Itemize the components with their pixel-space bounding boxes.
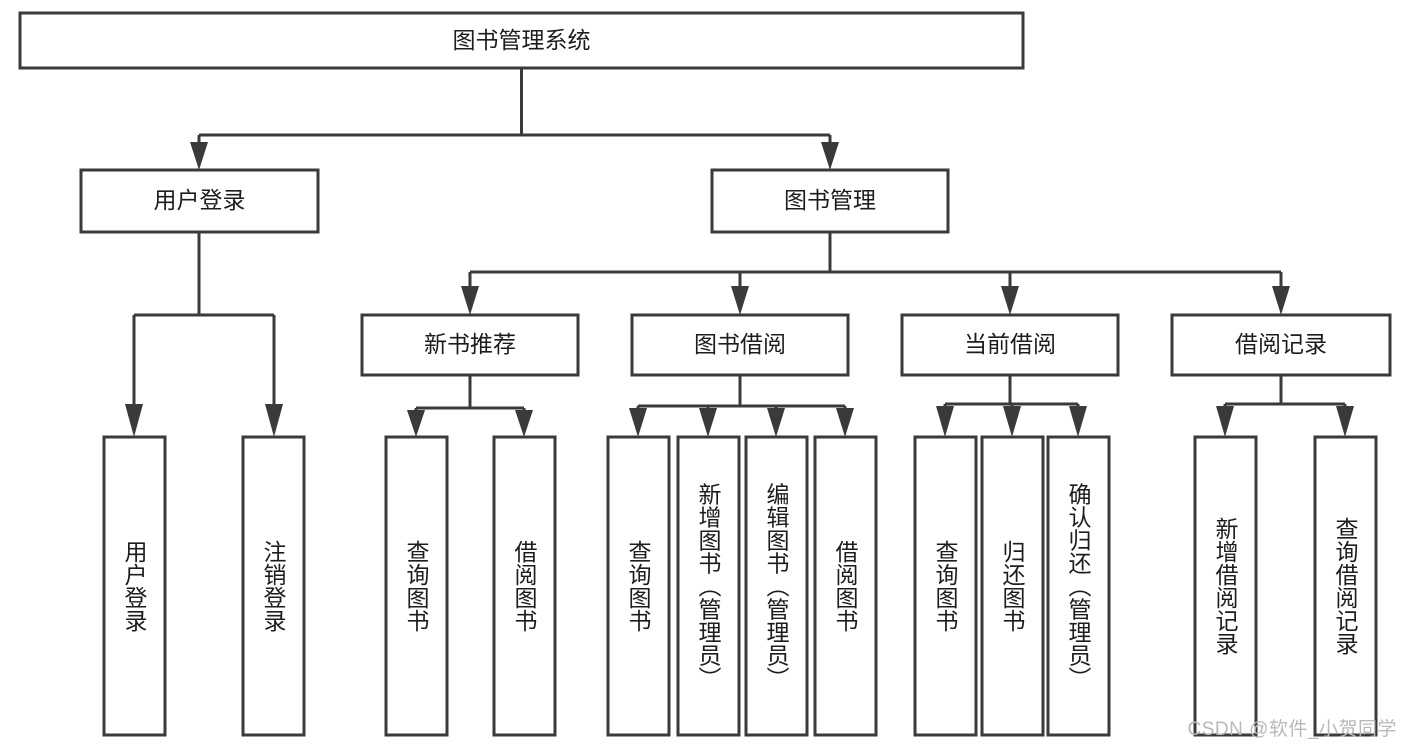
- node-leaf-current-borrow-3-box[interactable]: [1046, 435, 1111, 737]
- node-leaf-current-borrow-2[interactable]: 归还图书: [980, 435, 1045, 737]
- arrowhead-new-book-leaf-2: [515, 410, 533, 437]
- node-leaf-book-borrow-2-box[interactable]: [676, 435, 741, 737]
- node-leaf-user-login-2-box[interactable]: [241, 435, 306, 737]
- node-leaf-book-borrow-3-box[interactable]: [744, 435, 809, 737]
- arrowhead-to-user-login: [190, 142, 208, 170]
- node-leaf-borrow-record-2-box[interactable]: [1313, 435, 1378, 737]
- node-current-borrow-box[interactable]: [900, 313, 1120, 377]
- connector-group-current-borrow: [936, 375, 1087, 437]
- node-book-manage-label: 图书管理: [784, 187, 876, 213]
- node-leaf-book-borrow-4[interactable]: 借阅图书: [813, 435, 878, 737]
- arrowhead-user-login-leaf-2: [265, 404, 283, 437]
- node-leaf-current-borrow-1-box[interactable]: [913, 435, 978, 737]
- arrowhead-to-current-borrow: [1001, 286, 1019, 315]
- node-leaf-borrow-record-1-label: 新增借阅记录: [1212, 517, 1239, 655]
- node-leaf-book-borrow-2[interactable]: 新增图书（管理员）: [676, 435, 741, 737]
- node-leaf-borrow-record-1-box[interactable]: [1193, 435, 1258, 737]
- node-root-box[interactable]: [18, 11, 1025, 70]
- node-leaf-book-borrow-4-box[interactable]: [813, 435, 878, 737]
- node-leaf-new-book-1-label: 查询图书: [403, 540, 430, 632]
- node-borrow-record[interactable]: 借阅记录: [1170, 313, 1392, 377]
- node-borrow-record-label: 借阅记录: [1235, 331, 1327, 357]
- node-leaf-book-borrow-3[interactable]: 编辑图书（管理员）: [744, 435, 809, 737]
- node-root[interactable]: 图书管理系统: [18, 11, 1025, 70]
- arrowhead-current-borrow-leaf-1: [936, 406, 954, 437]
- node-leaf-current-borrow-1-label: 查询图书: [932, 540, 959, 632]
- node-borrow-record-box[interactable]: [1170, 313, 1392, 377]
- node-root-label: 图书管理系统: [453, 27, 591, 53]
- node-book-manage[interactable]: 图书管理: [710, 168, 950, 234]
- connector-group-book-manage: [461, 232, 1290, 315]
- arrowhead-book-borrow-leaf-2: [699, 408, 717, 437]
- node-book-manage-box[interactable]: [710, 168, 950, 234]
- arrowhead-book-borrow-leaf-4: [836, 408, 854, 437]
- arrowhead-new-book-leaf-1: [407, 410, 425, 437]
- node-leaf-new-book-2-box[interactable]: [492, 435, 557, 737]
- arrowhead-book-borrow-leaf-1: [629, 408, 647, 437]
- node-leaf-borrow-record-1[interactable]: 新增借阅记录: [1193, 435, 1258, 737]
- csdn-watermark: CSDN @软件_小贺同学: [1187, 719, 1397, 740]
- node-leaf-book-borrow-4-label: 借阅图书: [832, 540, 859, 632]
- arrowhead-user-login-leaf-1: [125, 404, 143, 437]
- node-leaf-borrow-record-2[interactable]: 查询借阅记录: [1313, 435, 1378, 737]
- arrowhead-current-borrow-leaf-3: [1069, 406, 1087, 437]
- node-leaf-book-borrow-2-label: 新增图书（管理员）: [695, 483, 722, 690]
- node-leaf-current-borrow-2-label: 归还图书: [999, 540, 1026, 632]
- node-user-login-label: 用户登录: [154, 187, 246, 213]
- node-new-book-recommend-label: 新书推荐: [424, 331, 516, 357]
- node-leaf-user-login-1-label: 用户登录: [121, 540, 148, 632]
- node-leaf-user-login-1-box[interactable]: [102, 435, 167, 737]
- node-new-book-recommend-box[interactable]: [360, 313, 580, 377]
- arrowhead-to-new-book: [461, 286, 479, 315]
- node-book-borrow-box[interactable]: [630, 313, 850, 377]
- node-leaf-user-login-2-label: 注销登录: [260, 540, 287, 632]
- connector-group-user-login: [125, 232, 283, 437]
- node-leaf-current-borrow-3[interactable]: 确认归还（管理员）: [1046, 435, 1111, 737]
- node-leaf-user-login-1[interactable]: 用户登录: [102, 435, 167, 737]
- node-leaf-new-book-2-label: 借阅图书: [511, 540, 538, 632]
- node-leaf-new-book-1[interactable]: 查询图书: [384, 435, 449, 737]
- node-leaf-new-book-1-box[interactable]: [384, 435, 449, 737]
- arrowhead-to-book-borrow: [731, 286, 749, 315]
- node-leaf-user-login-2[interactable]: 注销登录: [241, 435, 306, 737]
- arrowhead-book-borrow-leaf-3: [767, 408, 785, 437]
- node-current-borrow-label: 当前借阅: [964, 331, 1056, 357]
- node-leaf-current-borrow-2-box[interactable]: [980, 435, 1045, 737]
- arrowhead-borrow-record-leaf-1: [1216, 406, 1234, 437]
- node-book-borrow[interactable]: 图书借阅: [630, 313, 850, 377]
- node-leaf-borrow-record-2-label: 查询借阅记录: [1332, 517, 1359, 655]
- arrowhead-to-borrow-record: [1272, 286, 1290, 315]
- node-leaf-book-borrow-1[interactable]: 查询图书: [606, 435, 671, 737]
- node-current-borrow[interactable]: 当前借阅: [900, 313, 1120, 377]
- connector-group-new-book: [407, 375, 533, 437]
- node-leaf-current-borrow-3-label: 确认归还（管理员）: [1065, 483, 1092, 690]
- node-book-borrow-label: 图书借阅: [694, 331, 786, 357]
- node-leaf-book-borrow-3-label: 编辑图书（管理员）: [763, 483, 790, 690]
- node-leaf-book-borrow-1-label: 查询图书: [625, 540, 652, 632]
- arrowhead-current-borrow-leaf-2: [1003, 406, 1021, 437]
- node-leaf-new-book-2[interactable]: 借阅图书: [492, 435, 557, 737]
- arrowhead-to-book-manage: [821, 142, 839, 170]
- node-leaf-book-borrow-1-box[interactable]: [606, 435, 671, 737]
- node-user-login-box[interactable]: [79, 168, 320, 234]
- arrowhead-borrow-record-leaf-2: [1336, 406, 1354, 437]
- node-leaf-current-borrow-1[interactable]: 查询图书: [913, 435, 978, 737]
- connector-group-book-borrow: [629, 375, 854, 437]
- connector-group-borrow-record: [1216, 375, 1354, 437]
- connector-group-root: [190, 68, 839, 170]
- node-new-book-recommend[interactable]: 新书推荐: [360, 313, 580, 377]
- node-user-login[interactable]: 用户登录: [79, 168, 320, 234]
